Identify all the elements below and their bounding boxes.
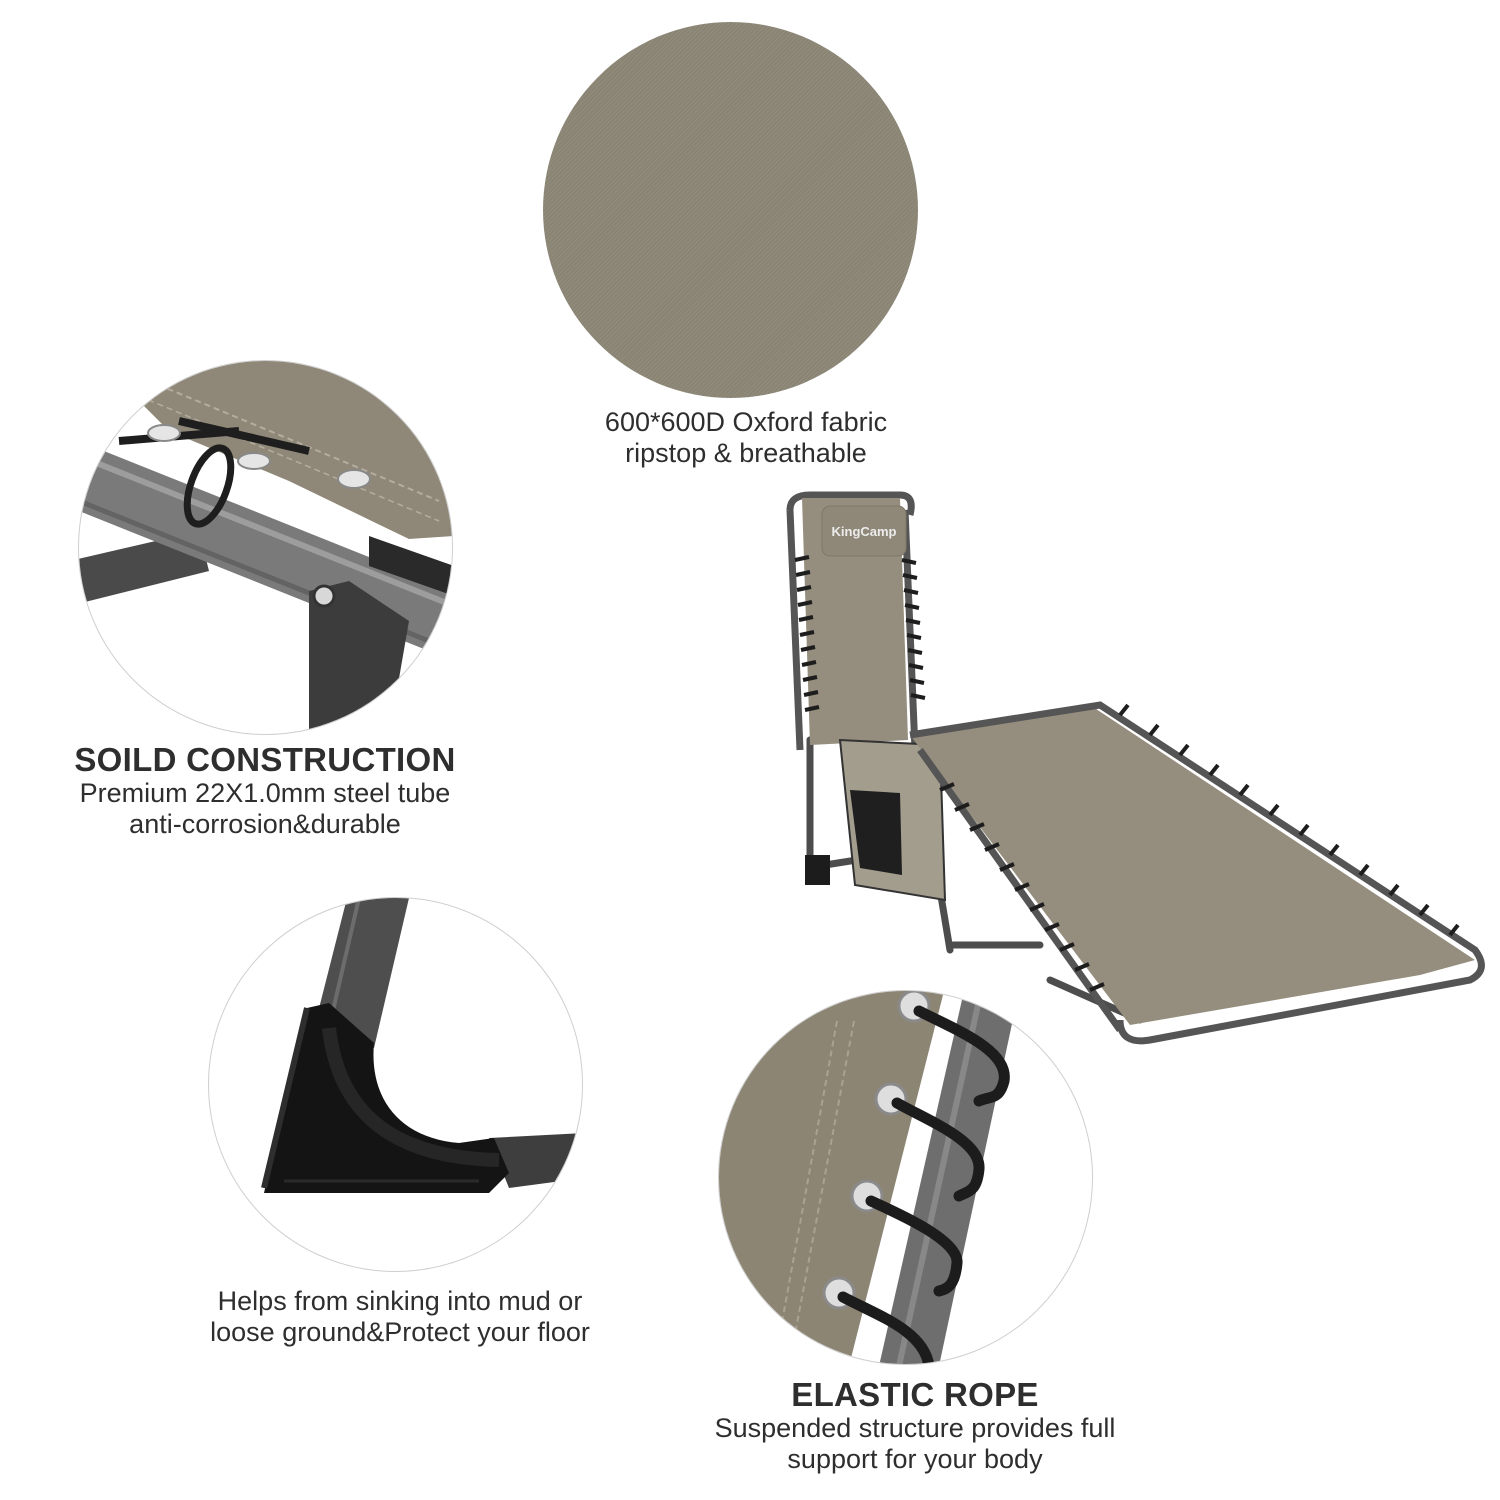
foot-caption-line-1: Helps from sinking into mud or — [217, 1286, 583, 1316]
fabric-swatch-image — [543, 22, 918, 398]
fabric-caption-line-1: 600*600D Oxford fabric — [604, 407, 888, 437]
lounge-chair-product-image: KingCamp — [770, 490, 1500, 1060]
steel-tube-closeup-image — [78, 360, 453, 735]
rope-caption-line-2: support for your body — [787, 1444, 1043, 1474]
construction-caption-line-1: Premium 22X1.0mm steel tube — [79, 778, 451, 808]
construction-caption: SOILD CONSTRUCTION Premium 22X1.0mm stee… — [20, 742, 510, 840]
fabric-caption: 600*600D Oxford fabric ripstop & breatha… — [520, 407, 972, 469]
rope-caption: ELASTIC ROPE Suspended structure provide… — [660, 1377, 1170, 1475]
kingcamp-logo: KingCamp — [832, 524, 897, 539]
foot-cap-closeup-image — [208, 897, 583, 1272]
foot-caption-line-2: loose ground&Protect your floor — [210, 1317, 590, 1347]
rope-caption-line-1: Suspended structure provides full — [714, 1413, 1116, 1443]
fabric-caption-line-2: ripstop & breathable — [625, 438, 867, 468]
elastic-rope-closeup-image — [718, 990, 1093, 1365]
rope-title: ELASTIC ROPE — [791, 1376, 1039, 1413]
construction-title: SOILD CONSTRUCTION — [74, 741, 456, 778]
foot-caption: Helps from sinking into mud or loose gro… — [150, 1286, 650, 1348]
construction-caption-line-2: anti-corrosion&durable — [129, 809, 401, 839]
